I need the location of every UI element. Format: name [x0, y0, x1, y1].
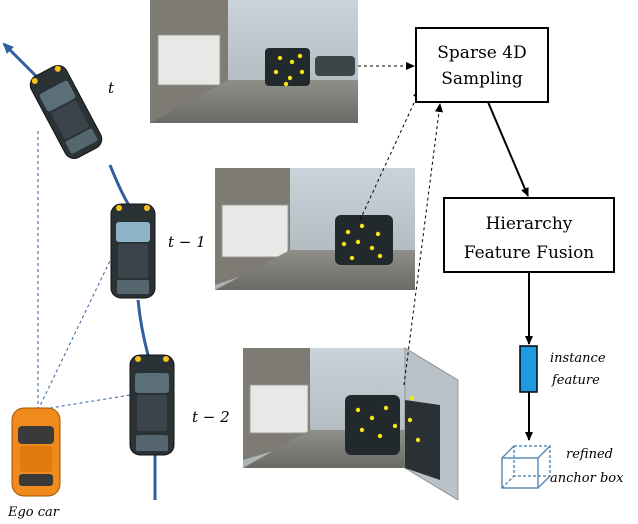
label-t-minus-1: t − 1: [168, 233, 206, 251]
camera-image-t-minus-1: [215, 168, 415, 290]
ego-car-label: Ego car: [7, 505, 60, 520]
car-t-minus-1: [110, 203, 156, 299]
refined-anchor-box-icon: [501, 445, 551, 489]
svg-text:Hierarchy: Hierarchy: [486, 214, 573, 234]
anchor-box-label-2: anchor box: [550, 471, 624, 486]
keypoints-t-minus-1: [341, 223, 383, 261]
svg-text:Sampling: Sampling: [441, 69, 523, 89]
arrow-sampling-to-fusion: [487, 101, 529, 197]
sparse-4d-sampling-box: Sparse 4D Sampling: [415, 27, 549, 103]
camera-image-t: [150, 0, 358, 123]
svg-text:Sparse 4D: Sparse 4D: [437, 43, 526, 63]
ego-car: [11, 407, 61, 497]
keypoints-t: [273, 53, 305, 87]
ego-connection-lines: [37, 130, 131, 411]
sampling-input-arrows: [358, 62, 443, 386]
camera-image-t-minus-2: [243, 347, 459, 501]
car-t-minus-2: [129, 354, 175, 456]
svg-text:Feature Fusion: Feature Fusion: [464, 243, 595, 263]
instance-feature-bar: [519, 345, 538, 393]
anchor-box-label-1: refined: [566, 447, 613, 462]
label-t-minus-2: t − 2: [192, 408, 230, 426]
keypoints-t-minus-2: [355, 395, 421, 443]
instance-feature-label-1: instance: [550, 351, 606, 366]
instance-feature-label-2: feature: [551, 373, 600, 388]
car-t: [29, 65, 103, 159]
hierarchy-feature-fusion-box: Hierarchy Feature Fusion: [443, 197, 615, 273]
label-t: t: [108, 79, 115, 97]
